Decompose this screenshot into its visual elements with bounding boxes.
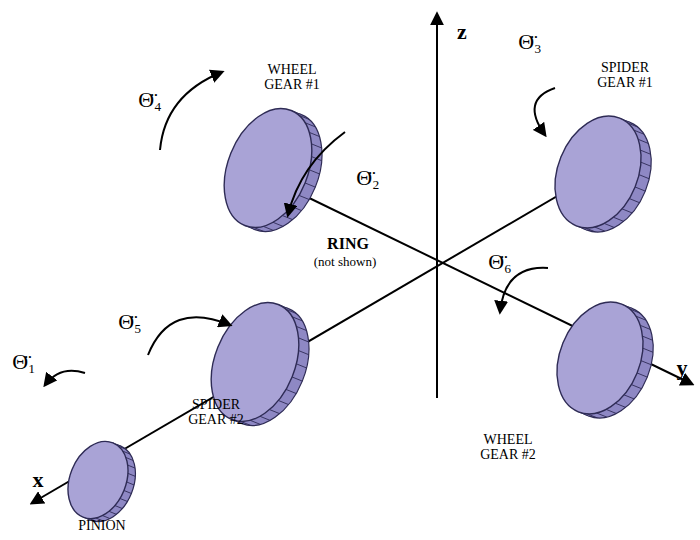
gear-tooth	[643, 336, 653, 340]
part-note: (not shown)	[314, 255, 376, 269]
gear-tooth	[629, 199, 639, 203]
gear-tooth	[622, 209, 632, 213]
gear-tooth	[286, 389, 296, 393]
gear-tooth	[641, 361, 651, 365]
gear-tooth	[298, 351, 308, 355]
theta6-arrow	[500, 268, 548, 312]
gear-face	[541, 289, 659, 427]
pinion-gear	[57, 432, 146, 530]
gear-tooth	[296, 364, 306, 368]
gear-face	[539, 103, 657, 241]
gear-tooth	[641, 162, 651, 166]
gear-tooth	[128, 473, 135, 476]
gear-tooth	[604, 223, 614, 227]
gear-tooth	[109, 511, 116, 514]
gear-tooth	[283, 216, 293, 220]
gear-tooth	[278, 400, 288, 404]
gear-tooth	[631, 385, 641, 389]
part-name: SPIDER GEAR #1	[585, 61, 665, 90]
rotation-symbol: Θ̈₄	[138, 88, 162, 111]
axis-label: z	[457, 20, 467, 43]
axis-label: y	[677, 356, 688, 379]
gear-tooth	[305, 183, 315, 187]
gear-tooth	[635, 187, 645, 191]
theta1-arrow	[45, 371, 85, 385]
gear-tooth	[309, 170, 319, 174]
rotation-symbol: Θ̈₂	[356, 166, 380, 189]
gear-tooth	[128, 465, 135, 468]
gear-tooth	[615, 403, 625, 407]
gear-tooth	[595, 227, 605, 231]
wheel-gear-1	[208, 96, 339, 245]
rotation-symbol: Θ̈₅	[118, 310, 142, 333]
gear-tooth	[291, 206, 301, 210]
gear-tooth	[643, 348, 653, 352]
theta5-arrow	[148, 317, 230, 355]
gear-tooth	[263, 226, 273, 230]
part-name: WHEEL GEAR #2	[471, 433, 545, 462]
gear-tooth	[270, 410, 280, 414]
gear-tooth	[120, 498, 127, 501]
gear-tooth	[273, 222, 283, 226]
theta2-arrow	[288, 132, 345, 215]
gear-tooth	[260, 416, 270, 420]
rotation-symbol: Θ̈₃	[518, 30, 542, 53]
z-axis	[436, 14, 438, 398]
gear-tooth	[639, 175, 649, 179]
theta4-arrow	[160, 72, 222, 150]
rotation-arrows	[45, 72, 555, 385]
axis-label: x	[33, 468, 44, 491]
gear-tooth	[606, 409, 616, 413]
part-name: WHEEL GEAR #1	[255, 63, 329, 92]
part-name: RING	[327, 236, 369, 253]
gear-tooth	[613, 217, 623, 221]
gear-tooth	[597, 413, 607, 417]
gear-tooth	[637, 373, 647, 377]
gear-tooth	[641, 150, 651, 154]
gear-tooth	[115, 506, 122, 509]
wheel-gear-2	[541, 289, 669, 431]
part-name: SPIDER GEAR #2	[176, 398, 256, 427]
gear-tooth	[124, 490, 131, 493]
gear-tooth	[250, 420, 260, 424]
gear-tooth	[292, 377, 302, 381]
gear-face	[57, 432, 139, 527]
gear-tooth	[311, 144, 321, 148]
rotation-symbol: Θ̈₁	[12, 350, 36, 373]
rotation-symbol: Θ̈₆	[488, 250, 512, 273]
spider-gear-1	[539, 103, 667, 245]
gear-tooth	[127, 482, 134, 485]
gear-tooth	[299, 195, 309, 199]
part-name: PINION	[78, 519, 125, 534]
gear-tooth	[624, 395, 634, 399]
gear-tooth	[298, 338, 308, 342]
theta3-arrow	[535, 88, 555, 135]
